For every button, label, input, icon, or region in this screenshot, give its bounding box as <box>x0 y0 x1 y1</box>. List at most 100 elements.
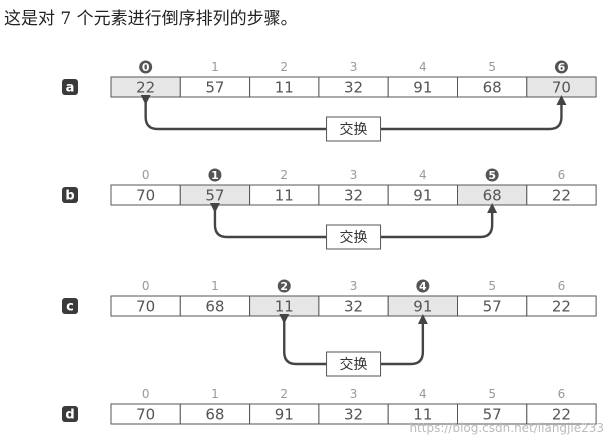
array-cell: 68 <box>457 184 528 206</box>
cell-value: 57 <box>483 406 502 424</box>
index-label: 0 <box>142 279 150 293</box>
cell-value: 68 <box>483 187 502 205</box>
index-badge <box>416 279 430 293</box>
swap-label: 交换 <box>340 356 368 373</box>
index-label: 3 <box>350 279 358 293</box>
index-badge <box>139 60 153 74</box>
array-cell: 70 <box>110 184 181 206</box>
index-label: 5 <box>488 279 496 293</box>
cell-value: 22 <box>552 298 571 316</box>
step-label-badge <box>62 187 78 203</box>
cell-value: 32 <box>344 187 363 205</box>
caption: 这是对 7 个元素进行倒序排列的步骤。 <box>4 9 298 29</box>
cell-value: 91 <box>413 79 432 97</box>
array-cell: 57 <box>179 76 251 98</box>
index-label: 4 <box>419 168 427 182</box>
array-cell: 32 <box>318 295 389 317</box>
array-cell: 68 <box>179 403 251 425</box>
index-badge-text: 1 <box>211 169 219 182</box>
index-label: 6 <box>558 387 566 401</box>
array-cell: 22 <box>110 76 181 98</box>
index-badge <box>277 279 291 293</box>
cell-value: 70 <box>136 406 155 424</box>
cell-value: 11 <box>413 406 432 424</box>
index-label: 1 <box>211 60 219 74</box>
array-cell: 68 <box>457 76 528 98</box>
cell-value: 57 <box>205 79 224 97</box>
cell-value: 32 <box>344 406 363 424</box>
index-label: 4 <box>419 60 427 74</box>
index-badge <box>485 168 499 182</box>
array-cell: 11 <box>387 403 459 425</box>
step-d: d 70 0 68 1 91 2 32 3 11 4 57 5 22 6 <box>62 387 597 425</box>
cell-value: 32 <box>344 298 363 316</box>
index-badge-text: 4 <box>419 280 427 293</box>
step-label-text: d <box>65 408 74 423</box>
cell-value: 68 <box>483 79 502 97</box>
index-label: 3 <box>350 387 358 401</box>
index-label: 5 <box>488 60 496 74</box>
index-badge <box>554 60 568 74</box>
swap-label-box <box>326 224 382 250</box>
array-cell: 32 <box>318 184 389 206</box>
step-label-text: c <box>66 300 74 315</box>
swap-label: 交换 <box>340 229 368 246</box>
cell-box <box>526 295 597 317</box>
index-label: 4 <box>419 387 427 401</box>
array-cell: 32 <box>318 76 389 98</box>
array-cell: 22 <box>526 403 597 425</box>
array-cell: 57 <box>179 184 251 206</box>
cell-value: 32 <box>344 79 363 97</box>
array-cell: 70 <box>526 76 597 98</box>
cell-value: 22 <box>136 79 155 97</box>
step-label-badge <box>62 406 78 422</box>
array-cell: 22 <box>526 295 597 317</box>
index-badge-text: 0 <box>142 61 150 74</box>
cell-value: 70 <box>136 298 155 316</box>
index-label: 1 <box>211 387 219 401</box>
array-cell: 11 <box>249 184 320 206</box>
index-label: 0 <box>142 387 150 401</box>
array-cell: 57 <box>457 403 528 425</box>
index-label: 2 <box>280 60 288 74</box>
array-cell: 57 <box>457 295 528 317</box>
cell-value: 11 <box>275 187 294 205</box>
cell-value: 91 <box>275 406 294 424</box>
cell-value: 57 <box>483 298 502 316</box>
index-label: 0 <box>142 168 150 182</box>
array-cell: 11 <box>249 76 320 98</box>
index-label: 1 <box>211 279 219 293</box>
step-label-text: b <box>65 189 74 204</box>
swap-label: 交换 <box>340 121 368 138</box>
array-cell: 70 <box>110 403 181 425</box>
array-cell: 91 <box>387 295 459 317</box>
swap-label-box <box>326 351 382 377</box>
array-cell: 32 <box>318 403 389 425</box>
index-label: 3 <box>350 60 358 74</box>
index-badge-text: 6 <box>558 61 566 74</box>
swap-label-box <box>326 116 382 142</box>
index-badge <box>208 168 222 182</box>
array-cell: 22 <box>526 184 597 206</box>
array-cell: 11 <box>249 295 320 317</box>
cell-value: 68 <box>205 406 224 424</box>
array-cell: 91 <box>387 76 459 98</box>
array-cell: 91 <box>387 184 459 206</box>
array-cell: 68 <box>179 295 251 317</box>
index-badge-text: 2 <box>280 280 288 293</box>
watermark: https://blog.csdn.net/liangjie233 <box>409 421 604 435</box>
array-cell: 91 <box>249 403 320 425</box>
cell-value: 70 <box>136 187 155 205</box>
cell-value: 68 <box>205 298 224 316</box>
index-label: 5 <box>488 387 496 401</box>
cell-value: 57 <box>205 187 224 205</box>
index-label: 2 <box>280 387 288 401</box>
cell-value: 91 <box>413 298 432 316</box>
cell-value: 11 <box>275 79 294 97</box>
index-label: 2 <box>280 168 288 182</box>
index-label: 6 <box>558 279 566 293</box>
cell-box <box>526 184 597 206</box>
